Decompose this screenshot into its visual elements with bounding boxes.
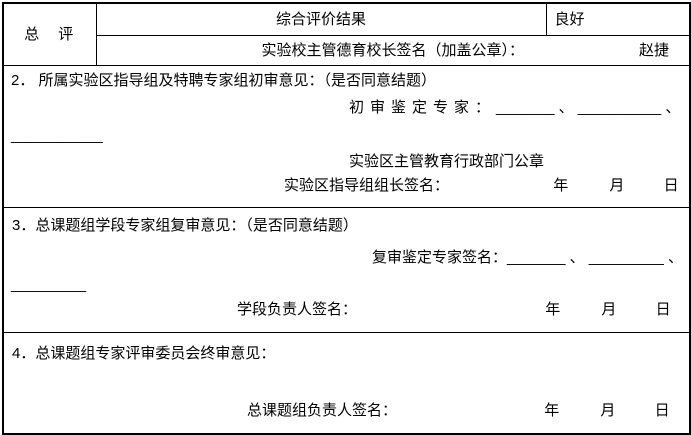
initial-sign-label: 实验区指导组组长签名： [284, 177, 450, 194]
principal-signature-name: 赵捷 [638, 41, 669, 59]
overall-result-value: 良好 [554, 10, 585, 28]
overall-row-label: 总 评 [24, 25, 76, 43]
final-sign-line: 总课题组负责人签名： 年 月 日 [4, 401, 689, 421]
re-review-experts-label: 复审鉴定专家签名： [372, 249, 508, 266]
overall-row-1: 总 评 综合评价结果 良好 [2, 2, 691, 66]
day-label: 日 [663, 177, 679, 194]
month-label: 月 [600, 402, 616, 419]
overall-result-value-cell: 良好 [545, 2, 691, 36]
initial-review-row: 2． 所属实验区指导组及特聘专家组初审意见：（是否同意结题） 初审鉴定专家：__… [2, 65, 691, 208]
initial-sign-line: 实验区指导组组长签名： 年 月 日 [4, 176, 689, 196]
year-label: 年 [545, 301, 561, 318]
initial-experts-blanks: _______ 、 __________ 、 [496, 99, 681, 116]
final-sign-label: 总课题组负责人签名： [247, 402, 398, 419]
re-review-sign-line: 学段负责人签名： 年 月 日 [4, 300, 689, 320]
month-label: 月 [609, 177, 625, 194]
initial-experts-blank-wrap: ___________ [11, 127, 103, 144]
re-review-experts-blanks: _______ 、 _________ 、 [507, 249, 683, 266]
final-review-row: 4．总课题组专家评审委员会终审意见： 总课题组负责人签名： 年 月 日 [2, 332, 691, 435]
final-review-title: 4．总课题组专家评审委员会终审意见： [12, 345, 276, 362]
initial-seal-note: 实验区主管教育行政部门公章 [349, 153, 545, 170]
overall-result-label: 综合评价结果 [275, 10, 366, 28]
initial-review-cell: 2． 所属实验区指导组及特聘专家组初审意见：（是否同意结题） 初审鉴定专家：__… [2, 65, 691, 208]
month-label: 月 [601, 301, 617, 318]
initial-review-title: 2． 所属实验区指导组及特聘专家组初审意见：（是否同意结题） [11, 72, 437, 89]
day-label: 日 [654, 402, 670, 419]
principal-signature-cell: 实验校主管德育校长签名（加盖公章）： 赵捷 [95, 35, 691, 66]
overall-result-label-cell: 综合评价结果 [95, 2, 547, 36]
overall-row-2: 实验校主管德育校长签名（加盖公章）： 赵捷 [3, 35, 691, 66]
initial-experts-label: 初审鉴定专家： [349, 99, 497, 116]
final-review-cell: 4．总课题组专家评审委员会终审意见： 总课题组负责人签名： 年 月 日 [2, 332, 691, 435]
re-review-sign-label: 学段负责人签名： [237, 301, 358, 318]
re-review-cell: 3．总课题组学段专家组复审意见：（是否同意结题） 复审鉴定专家签名：______… [2, 207, 691, 333]
year-label: 年 [553, 177, 569, 194]
re-review-experts-blank-wrap: _________ [11, 276, 87, 293]
re-review-title: 3．总课题组学段专家组复审意见：（是否同意结题） [12, 217, 358, 234]
year-label: 年 [544, 402, 560, 419]
re-review-experts-line: 复审鉴定专家签名：_______ 、 _________ 、 [4, 248, 689, 268]
re-review-row: 3．总课题组学段专家组复审意见：（是否同意结题） 复审鉴定专家签名：______… [2, 207, 691, 333]
overall-row-label-cell: 总 评 [2, 2, 97, 66]
initial-experts-line: 初审鉴定专家：_______ 、 __________ 、 [4, 98, 689, 118]
principal-signature-label: 实验校主管德育校长签名（加盖公章）： [261, 41, 524, 59]
day-label: 日 [655, 301, 671, 318]
